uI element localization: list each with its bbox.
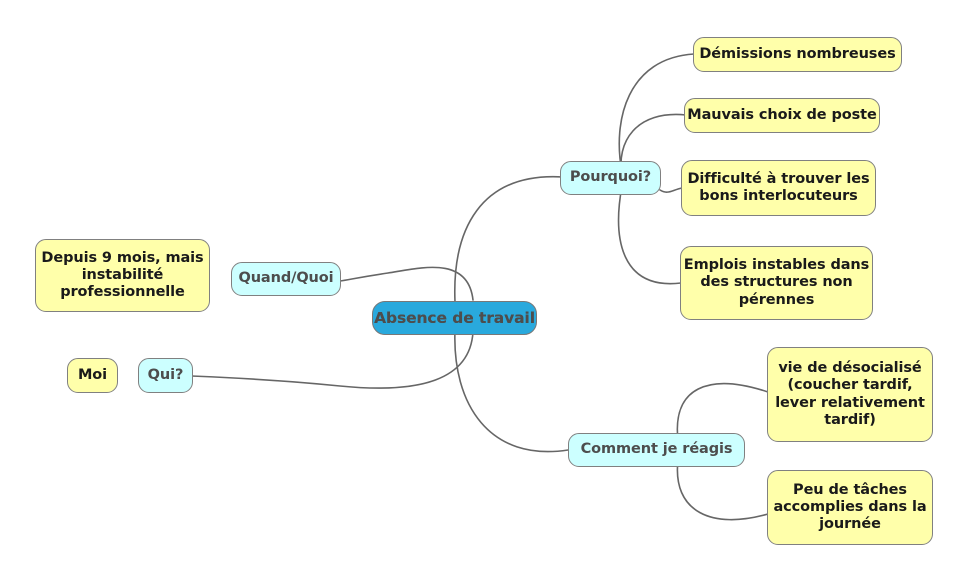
edge-root-pourquoi (454, 176, 564, 303)
node-branch-comment-label: Comment je réagis (580, 441, 733, 458)
node-leaf-difficulte[interactable]: Difficulté à trouver les bons interlocut… (681, 160, 876, 216)
node-branch-pourquoi-label: Pourquoi? (569, 169, 652, 186)
node-leaf-instabilite[interactable]: Depuis 9 mois, mais instabilité professi… (35, 239, 210, 312)
node-leaf-emplois-instables[interactable]: Emplois instables dans des structures no… (680, 246, 873, 320)
node-branch-comment[interactable]: Comment je réagis (568, 433, 745, 467)
node-leaf-moi[interactable]: Moi (67, 358, 118, 393)
node-branch-quand-quoi[interactable]: Quand/Quoi (231, 262, 341, 296)
edge-pourquoi-1 (618, 53, 695, 173)
edge-comment-1 (676, 382, 769, 441)
node-branch-pourquoi[interactable]: Pourquoi? (560, 161, 661, 195)
node-leaf-difficulte-label: Difficulté à trouver les bons interlocut… (687, 170, 870, 204)
node-leaf-demissions[interactable]: Démissions nombreuses (693, 37, 902, 72)
node-leaf-desocialise[interactable]: vie de désocialisé (coucher tardif, leve… (767, 347, 933, 442)
node-leaf-mauvais-choix[interactable]: Mauvais choix de poste (684, 98, 880, 133)
edge-pourquoi-3 (659, 187, 683, 193)
node-leaf-emplois-instables-label: Emplois instables dans des structures no… (683, 257, 870, 308)
node-root-label: Absence de travail (374, 308, 535, 327)
edge-root-qui (191, 331, 474, 389)
node-leaf-moi-label: Moi (77, 366, 108, 383)
node-branch-qui[interactable]: Qui? (138, 358, 193, 393)
node-root[interactable]: Absence de travail (372, 301, 537, 335)
edge-pourquoi-4 (617, 185, 682, 285)
node-leaf-demissions-label: Démissions nombreuses (699, 45, 896, 62)
node-leaf-mauvais-choix-label: Mauvais choix de poste (687, 106, 877, 123)
node-leaf-instabilite-label: Depuis 9 mois, mais instabilité professi… (41, 249, 204, 301)
edge-root-comment (454, 329, 569, 453)
node-leaf-desocialise-label: vie de désocialisé (coucher tardif, leve… (775, 360, 925, 428)
node-branch-qui-label: Qui? (147, 366, 184, 383)
node-leaf-peu-de-taches-label: Peu de tâches accomplies dans la journée (773, 481, 927, 533)
node-leaf-peu-de-taches[interactable]: Peu de tâches accomplies dans la journée (767, 470, 933, 545)
edge-root-quandquoi (339, 266, 474, 301)
node-branch-quand-quoi-label: Quand/Quoi (238, 270, 334, 287)
edge-comment-2 (676, 459, 769, 521)
